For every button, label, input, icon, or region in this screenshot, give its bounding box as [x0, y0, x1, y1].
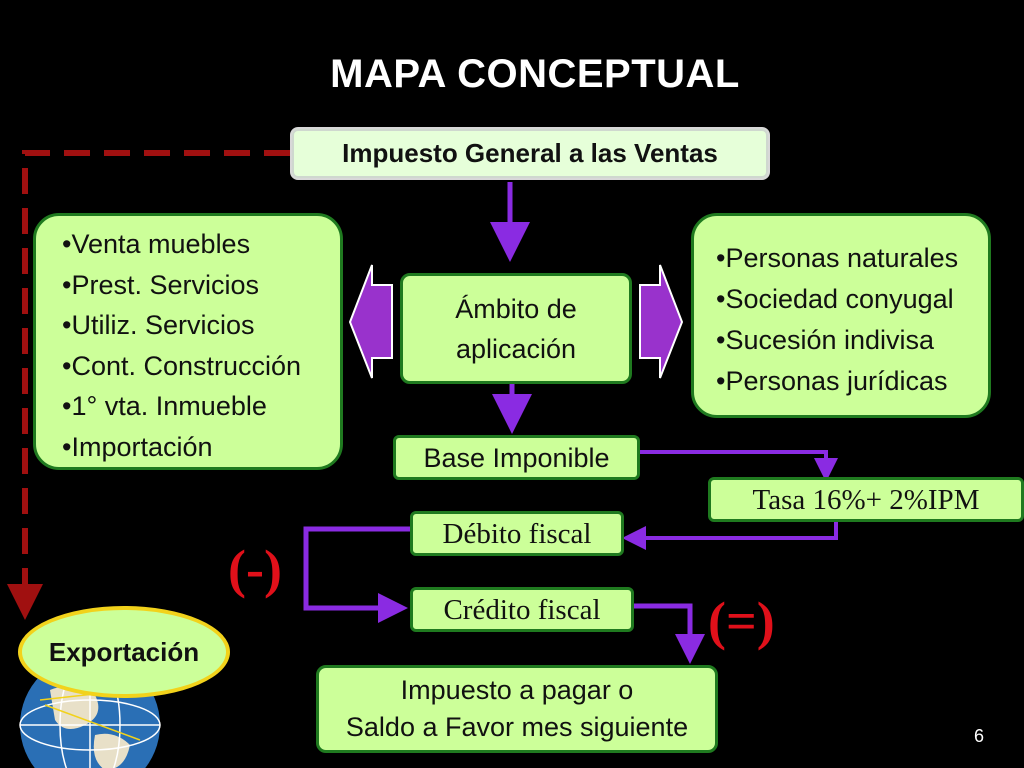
root-concept-box: Impuesto General a las Ventas	[290, 127, 770, 180]
block-arrow-left	[348, 264, 393, 379]
list-item: •1° vta. Inmueble	[62, 391, 267, 421]
list-item: •Personas jurídicas	[716, 366, 948, 396]
list-item: •Utiliz. Servicios	[62, 310, 255, 340]
arrow-rate-to-debit	[622, 521, 838, 550]
page-number: 6	[974, 726, 985, 746]
rate-box: Tasa 16%+ 2%IPM	[708, 477, 1024, 522]
page-title: MAPA CONCEPTUAL	[330, 52, 740, 96]
scope-box: Ámbito de aplicación	[400, 273, 632, 384]
list-item: •Sociedad conyugal	[716, 284, 954, 314]
equals-sign: (=)	[708, 591, 775, 651]
list-item: •Personas naturales	[716, 243, 959, 273]
list-item: •Venta muebles	[62, 229, 251, 259]
scope-line-2: aplicación	[455, 333, 577, 364]
base-box: Base Imponible	[393, 435, 640, 480]
list-item: •Importación	[62, 431, 213, 462]
scope-line-1: Ámbito de	[455, 293, 577, 324]
credit-box: Crédito fiscal	[410, 587, 634, 632]
arrow-debit-to-credit	[303, 526, 410, 623]
result-box: Impuesto a pagar o Saldo a Favor mes sig…	[316, 665, 718, 753]
minus-sign: (-)	[228, 539, 282, 599]
block-arrow-right	[639, 264, 684, 379]
result-line-2: Saldo a Favor mes siguiente	[345, 712, 689, 742]
result-line-1: Impuesto a pagar o	[400, 675, 634, 705]
export-ellipse: Exportación	[18, 606, 230, 698]
debit-box: Débito fiscal	[410, 511, 624, 556]
right-list-box: •Personas naturales •Sociedad conyugal •…	[691, 213, 991, 418]
left-list-box: •Venta muebles •Prest. Servicios •Utiliz…	[33, 213, 343, 470]
list-item: •Cont. Construcción	[62, 350, 302, 381]
arrow-credit-to-result	[634, 603, 705, 664]
list-item: •Prest. Servicios	[62, 269, 260, 300]
dashed-arrow-to-export	[7, 150, 290, 620]
list-item: •Sucesión indivisa	[716, 325, 935, 355]
arrow-base-to-rate	[640, 450, 838, 482]
